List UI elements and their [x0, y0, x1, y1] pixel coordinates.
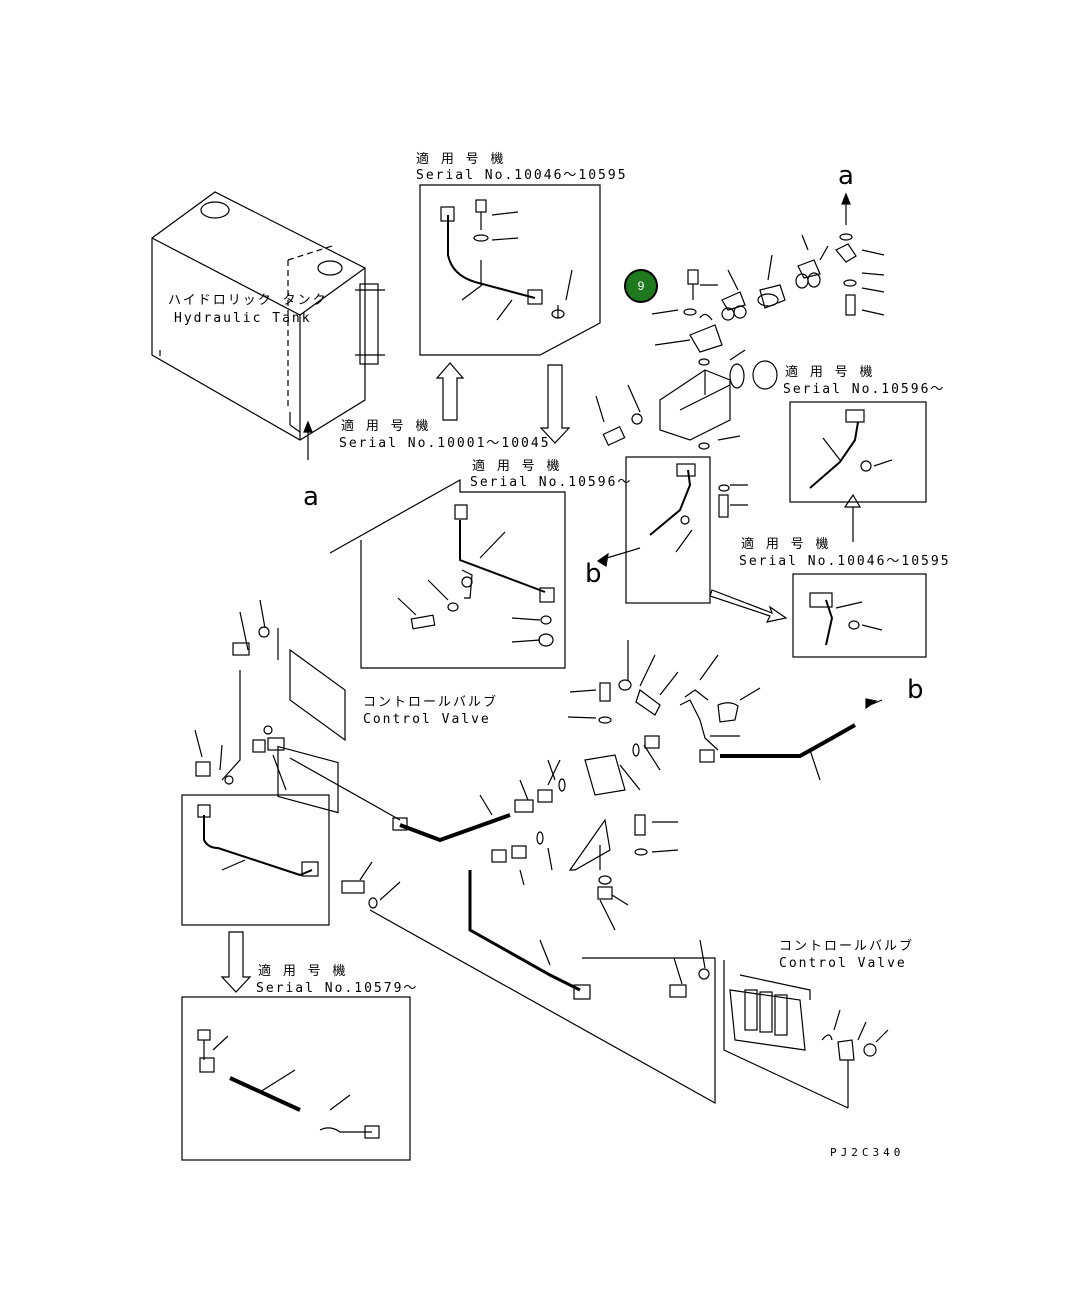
serial-label-en: Serial No.10046～10595: [416, 168, 628, 183]
control-valve-label-jp: コントロールバルブ: [363, 695, 499, 710]
tank-label-en: Hydraulic Tank: [174, 311, 312, 326]
serial-label-en: Serial No.10001～10045: [339, 436, 551, 451]
drawing-code: PJ2C340: [830, 1146, 905, 1159]
variant-box-center: [329, 478, 566, 669]
control-valve-lower: [669, 939, 889, 1109]
marker-b: b: [907, 675, 924, 705]
tank-label-jp: ハイドロリック タンク: [168, 293, 328, 308]
serial-label-jp: 適 用 号 機: [258, 964, 348, 979]
part-callout-9[interactable]: 9: [624, 269, 658, 303]
serial-label-jp: 適 用 号 機: [785, 365, 875, 380]
variant-box-bottom-left: [181, 996, 411, 1161]
marker-a: a: [838, 161, 854, 191]
marker-b: b: [585, 559, 602, 589]
serial-label-en: Serial No.10596～: [783, 382, 946, 397]
variant-box-1: [419, 184, 601, 356]
top-right-assembly: [595, 192, 885, 450]
control-valve-upper: [221, 599, 346, 814]
serial-label-jp: 適 用 号 機: [341, 419, 431, 434]
hydraulic-tank-drawing: [151, 191, 385, 441]
marker-a: a: [303, 482, 319, 512]
serial-label-en: Serial No.10046～10595: [739, 554, 951, 569]
control-valve-label-en: Control Valve: [779, 956, 907, 971]
control-valve-label-en: Control Valve: [363, 712, 491, 727]
center-junction: [289, 640, 883, 1105]
variant-box-left: [181, 794, 330, 926]
control-valve-label-jp: コントロールバルブ: [779, 939, 915, 954]
variant-box-center-right: [625, 456, 711, 604]
variant-box-right-1: [789, 401, 927, 503]
serial-label-en: Serial No.10579～: [256, 981, 419, 996]
serial-label-jp: 適 用 号 機: [416, 152, 506, 167]
serial-label-jp: 適 用 号 機: [741, 537, 831, 552]
serial-label-jp: 適 用 号 機: [472, 459, 562, 474]
variant-box-right-2: [792, 573, 927, 658]
serial-label-en: Serial No.10596～: [470, 475, 633, 490]
